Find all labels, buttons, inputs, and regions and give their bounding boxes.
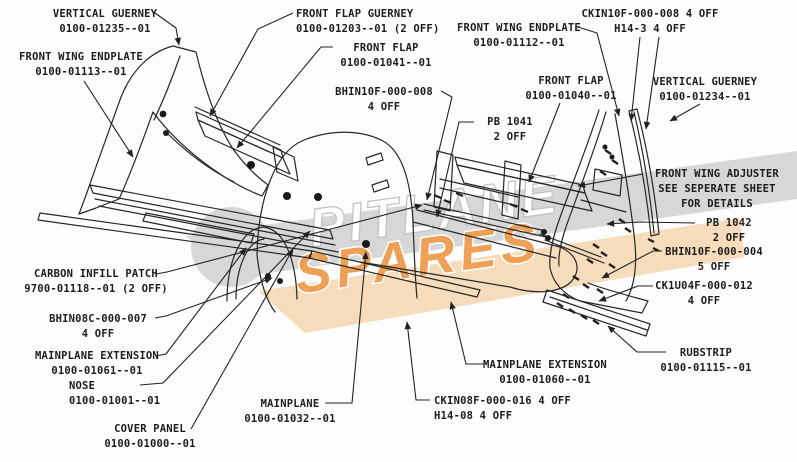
label-line: CK1U04F-000-012 bbox=[655, 280, 753, 292]
adjuster-bars bbox=[439, 178, 519, 207]
nose-vents bbox=[365, 152, 390, 193]
watermark-band-peach bbox=[258, 218, 745, 333]
label-line: 0100-01061--01 bbox=[51, 365, 143, 377]
nose-part bbox=[256, 131, 418, 313]
wing-line-art bbox=[37, 45, 660, 337]
label-pb-1041: PB 1041 2 OFF bbox=[487, 115, 533, 145]
label-line: SEE SEPERATE SHEET bbox=[658, 183, 776, 195]
label-front-wing-endplate-left: FRONT WING ENDPLATE 0100-01113--01 bbox=[19, 50, 143, 80]
label-line: 0100-01112--01 bbox=[473, 37, 565, 49]
label-mainplane: MAINPLANE 0100-01032--01 bbox=[244, 397, 335, 427]
label-line: 4 OFF bbox=[367, 101, 401, 113]
label-line: FRONT WING ENDPLATE bbox=[19, 51, 143, 63]
left-flap-gurney bbox=[194, 106, 284, 159]
label-line: 5 OFF bbox=[697, 261, 731, 273]
lower-strip-right bbox=[308, 250, 481, 298]
label-line: 0100-01234--01 bbox=[659, 91, 751, 103]
label-line: BHIN10F-000-008 bbox=[335, 86, 433, 98]
label-line: FRONT FLAP bbox=[353, 42, 419, 54]
label-bolt-ck1u04f-012: CK1U04F-000-012 4 OFF bbox=[655, 279, 753, 309]
vertical-guerney-right-part bbox=[628, 108, 660, 237]
label-rubstrip: RUBSTRIP 0100-01115--01 bbox=[660, 346, 751, 376]
label-nose: NOSE 0100-01001--01 bbox=[69, 379, 160, 409]
label-line: 2 OFF bbox=[712, 232, 746, 244]
label-line: 4 OFF bbox=[687, 295, 721, 307]
label-line: FRONT WING ADJUSTER bbox=[655, 168, 779, 180]
left-flap bbox=[197, 119, 291, 175]
label-line: FOR DETAILS bbox=[681, 198, 753, 210]
label-front-wing-endplate-right: FRONT WING ENDPLATE 0100-01112--01 bbox=[457, 21, 581, 51]
right-flap bbox=[456, 164, 593, 212]
label-bolt-ckin10f-008: CKIN10F-000-008 4 OFF H14-3 4 OFF bbox=[582, 7, 719, 37]
label-mainplane-extension-left: MAINPLANE EXTENSION 0100-01061--01 bbox=[35, 349, 159, 379]
label-front-flap-left: FRONT FLAP 0100-01041--01 bbox=[340, 41, 431, 71]
label-line: COVER PANEL bbox=[114, 423, 186, 435]
label-line: FRONT WING ENDPLATE bbox=[457, 22, 581, 34]
label-line: 2 OFF bbox=[493, 131, 527, 143]
label-line: 0100-01235--01 bbox=[59, 23, 151, 35]
label-bolt-bhin08c-007: BHIN08C-000-007 4 OFF bbox=[49, 312, 147, 342]
pivot-rod bbox=[423, 203, 547, 238]
left-endplate-detail bbox=[153, 55, 235, 183]
label-line: CKIN10F-000-008 4 OFF bbox=[581, 8, 719, 20]
label-cover-panel: COVER PANEL 0100-01000--01 bbox=[104, 422, 195, 452]
label-line: MAINPLANE EXTENSION bbox=[35, 350, 159, 362]
leader-lines bbox=[83, 12, 701, 430]
label-line: 0100-01001--01 bbox=[69, 395, 161, 407]
label-line: 0100-01113--01 bbox=[35, 66, 127, 78]
label-line: MAINPLANE bbox=[260, 398, 320, 410]
label-line: 0100-01040--01 bbox=[525, 90, 617, 102]
label-bolt-bhin10f-004: BHIN10F-000-004 5 OFF bbox=[665, 245, 763, 275]
label-front-flap-guerney: FRONT FLAP GUERNEY 0100-01203--01 (2 OFF) bbox=[296, 7, 439, 37]
label-line: RUBSTRIP bbox=[679, 347, 733, 359]
left-flap-fence bbox=[272, 146, 299, 182]
rubstrip-part bbox=[542, 289, 651, 337]
label-line: 0100-01115--01 bbox=[660, 362, 752, 374]
label-line: 0100-01060--01 bbox=[499, 374, 591, 386]
label-line: PB 1041 bbox=[487, 116, 533, 128]
label-line: CARBON INFILL PATCH bbox=[34, 268, 158, 280]
label-line: 0100-01000--01 bbox=[104, 438, 196, 450]
label-bolt-ckin08f-016: CKIN08F-000-016 4 OFF H14-08 4 OFF bbox=[434, 394, 571, 424]
adjuster-on-endplate bbox=[539, 168, 627, 264]
label-line: FRONT FLAP GUERNEY bbox=[296, 8, 414, 20]
label-line: 0100-01041--01 bbox=[340, 57, 432, 69]
label-line: 0100-01203--01 (2 OFF) bbox=[296, 23, 440, 35]
mainplane-right bbox=[359, 209, 578, 293]
label-line: MAINPLANE EXTENSION bbox=[483, 359, 607, 371]
label-pb-1042: PB 1042 2 OFF bbox=[706, 216, 752, 246]
label-line: BHIN10F-000-004 bbox=[665, 246, 763, 258]
label-front-wing-adjuster-note: FRONT WING ADJUSTER SEE SEPERATE SHEET FOR… bbox=[655, 167, 779, 212]
label-line: H14-08 4 OFF bbox=[434, 410, 513, 422]
label-line: VERTICAL GUERNEY bbox=[652, 76, 758, 88]
fastener-marks bbox=[433, 149, 660, 325]
label-line: 4 OFF bbox=[81, 328, 115, 340]
label-mainplane-extension-right: MAINPLANE EXTENSION 0100-01060--01 bbox=[483, 358, 607, 388]
mainplane-extension-left-part bbox=[142, 212, 255, 244]
label-line: CKIN08F-000-016 4 OFF bbox=[434, 395, 571, 407]
mainplane-left bbox=[89, 184, 339, 253]
label-line: H14-3 4 OFF bbox=[614, 23, 686, 35]
label-bolt-bhin10f-008: BHIN10F-000-008 4 OFF bbox=[335, 85, 433, 115]
label-line: FRONT FLAP bbox=[538, 75, 604, 87]
label-front-flap-right: FRONT FLAP 0100-01040--01 bbox=[525, 74, 616, 104]
label-vertical-guerney-left: VERTICAL GUERNEY 0100-01235--01 bbox=[53, 7, 157, 37]
adjuster-fences bbox=[433, 150, 522, 220]
right-endplate bbox=[549, 109, 649, 314]
label-vertical-guerney-right: VERTICAL GUERNEY 0100-01234--01 bbox=[653, 75, 757, 105]
label-line: VERTICAL GUERNEY bbox=[52, 8, 158, 20]
label-carbon-infill-patch: CARBON INFILL PATCH 9700-01118--01 (2 OFF… bbox=[24, 267, 167, 297]
label-line: 0100-01032--01 bbox=[244, 413, 336, 425]
label-line: BHIN08C-000-007 bbox=[49, 313, 147, 325]
bolt-dots bbox=[159, 110, 615, 284]
label-line: NOSE bbox=[69, 380, 96, 392]
label-line: PB 1042 bbox=[706, 217, 752, 229]
label-line: 9700-01118--01 (2 OFF) bbox=[24, 283, 168, 295]
